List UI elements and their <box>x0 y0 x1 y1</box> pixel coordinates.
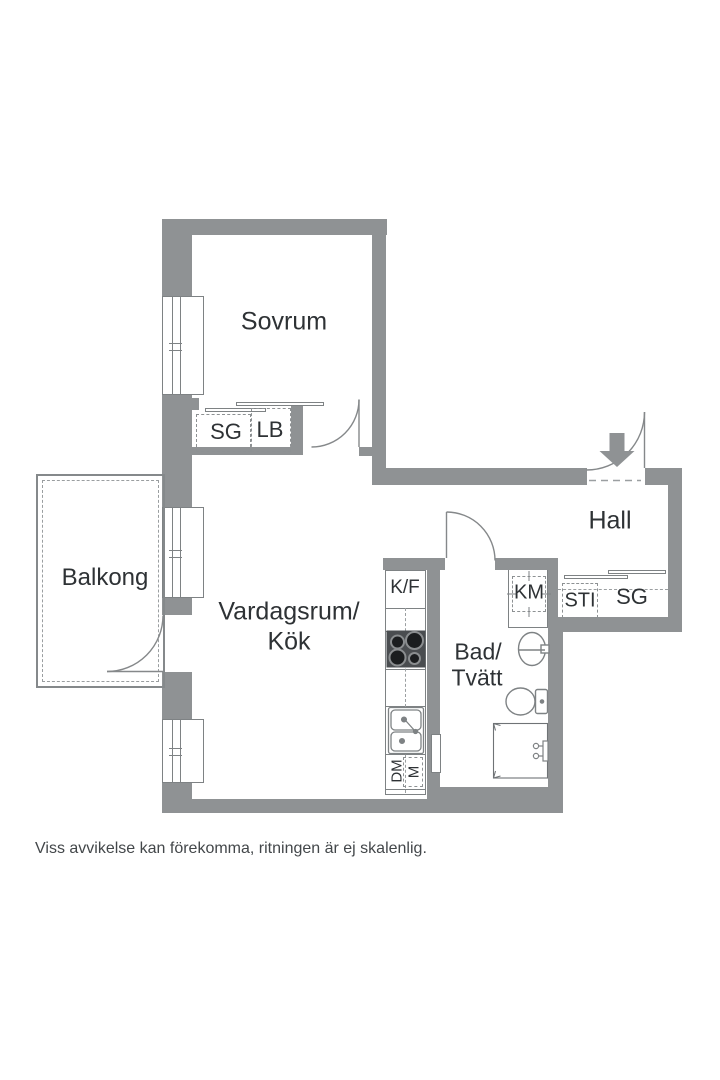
room-label-bad: Bad/ <box>454 638 502 665</box>
room-label-balkong: Balkong <box>61 564 149 591</box>
washing-machine-niche <box>508 570 548 628</box>
entry-jamb-notch-right <box>640 468 645 478</box>
window-tick <box>169 342 182 351</box>
wall-bottom-bathroom <box>430 787 563 813</box>
wall-bottom-livingroom <box>162 799 430 813</box>
wall-hall-top-left <box>372 468 587 485</box>
livingroom-window-lower <box>162 719 204 783</box>
bedroom-door <box>311 399 360 448</box>
window-tick <box>169 549 182 558</box>
livingroom-window-upper <box>162 507 204 598</box>
wall-left-lower <box>162 672 192 720</box>
wall-bathroom-right <box>548 632 563 787</box>
disclaimer-text: Viss avvikelse kan förekomma, ritningen … <box>35 840 427 857</box>
wall-bedroomdoor-jamb <box>359 447 372 456</box>
room-label-kok: Kök <box>267 627 311 656</box>
label-washing-machine: KM <box>514 581 544 604</box>
room-label-tvatt: Tvätt <box>451 664 503 691</box>
micro-dashed-box <box>403 757 423 787</box>
wall-hallcloset-bottom <box>548 617 682 632</box>
hall-closet-dashline <box>558 589 668 590</box>
label-hall-sti: STI <box>564 589 596 612</box>
radiator <box>431 734 441 773</box>
shower-mixer-icon <box>532 740 549 762</box>
bedroom-lb-dashed-box <box>251 408 291 452</box>
entry-arrow-icon <box>599 433 635 467</box>
balcony-outline <box>36 474 165 688</box>
shower-area <box>492 722 549 779</box>
balcony-inner-dashed <box>42 480 159 682</box>
wall-closet-left-jamb <box>192 398 199 410</box>
label-fridge-freezer: K/F <box>390 577 420 598</box>
wall-closet-right-pier <box>291 403 303 455</box>
label-micro: M <box>405 765 423 779</box>
hall-closet-sliding-door <box>608 570 666 574</box>
bedroom-sg-dashed-box <box>196 414 251 452</box>
entry-jamb-notch-left <box>587 468 592 478</box>
room-label-sovrum: Sovrum <box>240 307 328 336</box>
wall-left-upper <box>162 235 192 297</box>
label-closet-sg: SG <box>210 419 242 444</box>
wall-bedroom-right <box>372 235 386 470</box>
bedroom-closet-sliding-door <box>236 402 324 406</box>
window-pane <box>172 296 181 395</box>
window-pane <box>172 719 181 783</box>
label-hall-sg: SG <box>616 584 648 609</box>
bathroom-sink-icon <box>517 631 550 667</box>
room-label-hall: Hall <box>588 506 632 535</box>
bedroom-closet-sliding-door <box>205 408 266 412</box>
room-label-vardagsrum: Vardagsrum/ <box>218 597 360 626</box>
wall-km-closet-divider <box>548 558 558 618</box>
counter-centerline <box>405 608 406 793</box>
window-pane <box>172 507 181 598</box>
hall-closet-sliding-door <box>564 575 628 579</box>
hall-sti-dashed-box <box>562 583 598 618</box>
wall-kitchen-top <box>383 558 445 570</box>
wall-bathroom-top-right <box>495 558 558 570</box>
wall-bedroom-top <box>162 219 387 235</box>
toilet-icon <box>505 687 549 716</box>
label-dishwasher: DM <box>388 759 406 783</box>
bathroom-door <box>445 511 496 561</box>
window-tick <box>169 748 182 756</box>
bedroom-window <box>162 296 204 395</box>
wall-right <box>668 468 682 632</box>
entry-door <box>586 411 646 471</box>
wall-left-balconydoor-jamb <box>162 598 192 615</box>
label-closet-lb: LB <box>256 417 284 442</box>
